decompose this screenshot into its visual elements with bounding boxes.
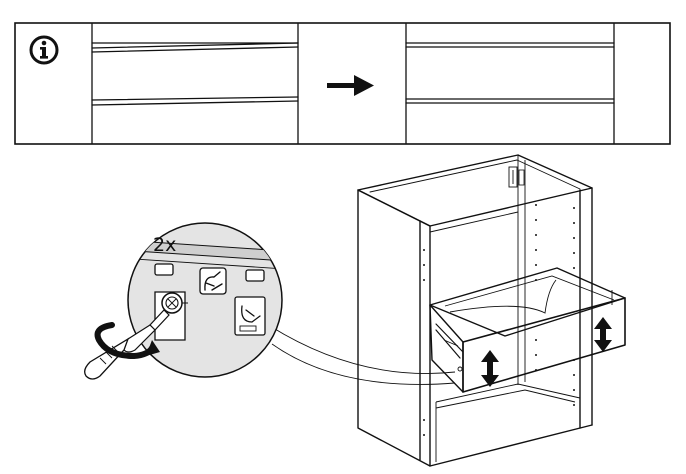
hook-bracket — [199, 267, 227, 295]
double-arrow-vertical-icon — [481, 350, 499, 387]
detail-callout — [84, 222, 456, 385]
rotate-icon — [94, 322, 160, 360]
count-label: 2x — [153, 234, 176, 256]
shelf-pin-holes — [423, 204, 575, 436]
drawer-fronts-aligned — [405, 23, 615, 144]
wall-hanger — [508, 166, 525, 188]
wall-cabinet — [357, 154, 593, 467]
arrow-right-icon — [327, 75, 374, 96]
drawer — [429, 267, 626, 393]
info-circle-icon — [29, 35, 59, 65]
drawer-fronts-misaligned — [91, 23, 299, 144]
info-panel — [14, 22, 671, 145]
double-arrow-vertical-icon — [594, 317, 612, 352]
side-bracket — [234, 296, 266, 336]
screwdriver-icon — [84, 309, 170, 380]
